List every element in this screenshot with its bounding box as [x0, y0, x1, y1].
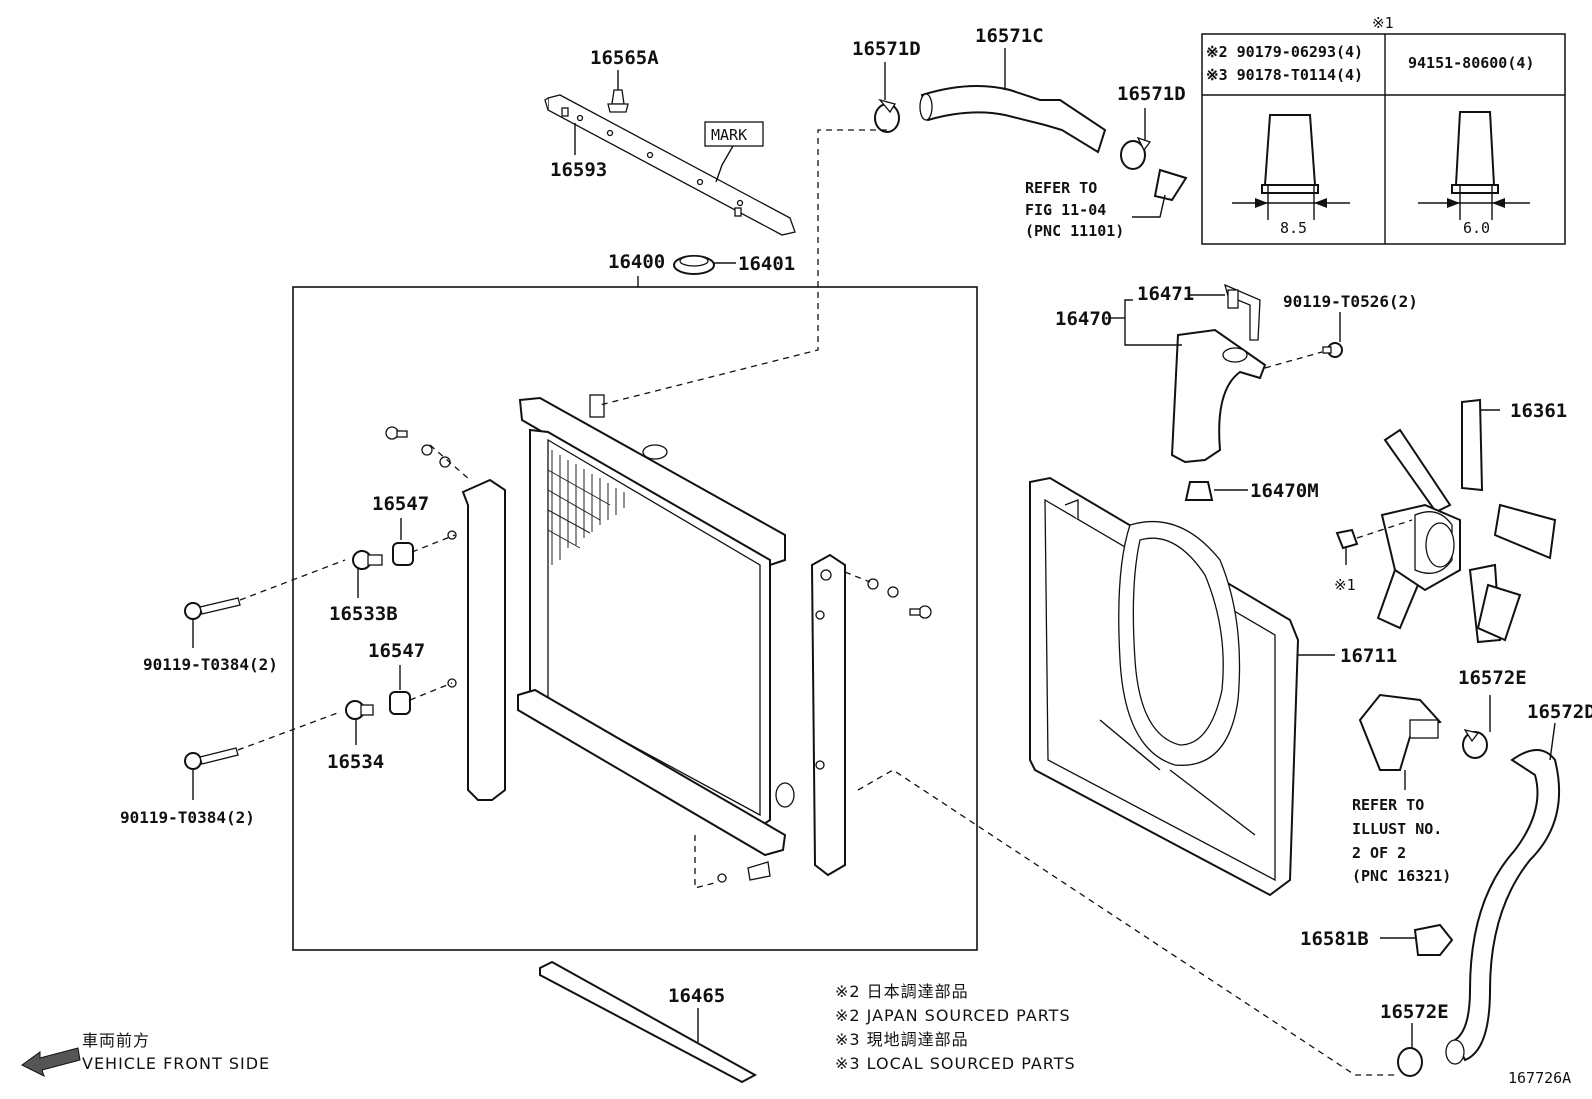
label-bolt-T0526: 90119-T0526(2): [1283, 292, 1418, 311]
label-16547-lower: 16547: [368, 640, 425, 662]
fan-shroud-16711: [1029, 476, 1300, 897]
reserve-hose-16471: [1224, 283, 1261, 341]
nut-table-right-dim: 6.0: [1463, 219, 1490, 237]
label-16471: 16471: [1137, 283, 1194, 305]
bolt-90119-T0384-lower: [184, 747, 239, 770]
label-16533B: 16533B: [329, 603, 398, 625]
label-16572D: 16572D: [1527, 701, 1592, 723]
label-refer-ill-4: (PNC 16321): [1352, 867, 1451, 885]
cushion-16547-lower: [389, 691, 411, 715]
label-16401: 16401: [738, 253, 795, 275]
nut-table-left-dim: 8.5: [1280, 219, 1307, 237]
label-16571D-top: 16571D: [852, 38, 921, 60]
bolt-90119-T0384-upper: [184, 597, 241, 620]
reserve-tank-16470: [1170, 328, 1267, 464]
label-16361: 16361: [1510, 400, 1567, 422]
clamp-16571D-right: [1120, 136, 1152, 170]
label-bolt-upper: 90119-T0384(2): [143, 655, 278, 674]
hose-16571C: [919, 85, 1107, 154]
grommet-16470M: [1184, 481, 1214, 501]
fan-16361: [1376, 398, 1557, 644]
label-16572E-bottom: 16572E: [1380, 1001, 1449, 1023]
label-bolt-lower: 90119-T0384(2): [120, 808, 255, 827]
clip-16581B: [1413, 923, 1454, 956]
side-panel-left: [447, 478, 506, 801]
seal-16593: [544, 94, 796, 236]
side-panel-right: [810, 553, 846, 877]
drain-cock: [717, 861, 771, 883]
cushion-16547-upper: [392, 542, 414, 566]
front-side-en: VEHICLE FRONT SIDE: [82, 1054, 270, 1073]
label-mark: MARK: [711, 126, 747, 144]
label-16400: 16400: [608, 251, 665, 273]
nut-table-left-1: ※2 90179-06293(4): [1206, 43, 1363, 61]
seal-16465: [539, 960, 758, 1084]
nut-note1: [1335, 528, 1359, 550]
radiator-cap-16401: [673, 255, 715, 275]
hardware-left-top: [385, 426, 451, 468]
hardware-right: [867, 578, 932, 619]
label-16534: 16534: [327, 751, 384, 773]
label-refer-fig-1: REFER TO: [1025, 179, 1097, 197]
label-16581B: 16581B: [1300, 928, 1369, 950]
label-refer-fig-2: FIG 11-04: [1025, 201, 1106, 219]
inlet-pipe: [1153, 168, 1188, 202]
radiator-16400: [517, 394, 795, 857]
legend-line-3: ※3 現地調達部品: [835, 1030, 969, 1049]
radiator-assy-frame: [292, 286, 978, 951]
label-16565A: 16565A: [590, 47, 659, 69]
legend-line-2: ※2 JAPAN SOURCED PARTS: [835, 1006, 1071, 1025]
label-16465: 16465: [668, 985, 725, 1007]
label-refer-ill-2: ILLUST NO.: [1352, 820, 1442, 838]
bolt-90119-T0526: [1322, 342, 1343, 358]
nut-table-left-2: ※3 90178-T0114(4): [1206, 66, 1363, 84]
water-outlet: [1358, 693, 1442, 771]
label-16571C: 16571C: [975, 25, 1044, 47]
bushing-16534: [345, 700, 374, 720]
clamp-16571D-upper: [874, 98, 900, 133]
front-side-jp: 車両前方: [82, 1031, 150, 1050]
nut-table-right: 94151-80600(4): [1408, 54, 1534, 72]
label-16571D-right: 16571D: [1117, 83, 1186, 105]
clip-16565A: [607, 70, 629, 113]
nut-table: ※1 ※2 90179-06293(4) ※3 90178-T0114(4) 9…: [1201, 14, 1566, 245]
label-refer-ill-3: 2 OF 2: [1352, 844, 1406, 862]
bushing-16533B: [352, 550, 383, 570]
label-refer-ill-1: REFER TO: [1352, 796, 1424, 814]
label-refer-fig-3: (PNC 11101): [1025, 222, 1124, 240]
diagram-id: 167726A: [1508, 1069, 1571, 1087]
label-16470M: 16470M: [1250, 480, 1319, 502]
front-arrow-icon: [21, 1047, 81, 1077]
hose-16572D: [1445, 749, 1561, 1065]
clamp-16572E-upper: [1462, 729, 1488, 759]
legend-line-4: ※3 LOCAL SOURCED PARTS: [835, 1054, 1076, 1073]
clamp-16572E-lower: [1397, 1047, 1423, 1077]
label-16547-upper: 16547: [372, 493, 429, 515]
legend-line-1: ※2 日本調達部品: [835, 982, 969, 1001]
label-note1-ref: ※1: [1334, 576, 1356, 594]
label-16593: 16593: [550, 159, 607, 181]
nut-table-header-mark: ※1: [1372, 14, 1394, 32]
label-16470: 16470: [1055, 308, 1112, 330]
label-16572E-top: 16572E: [1458, 667, 1527, 689]
label-16711: 16711: [1340, 645, 1397, 667]
